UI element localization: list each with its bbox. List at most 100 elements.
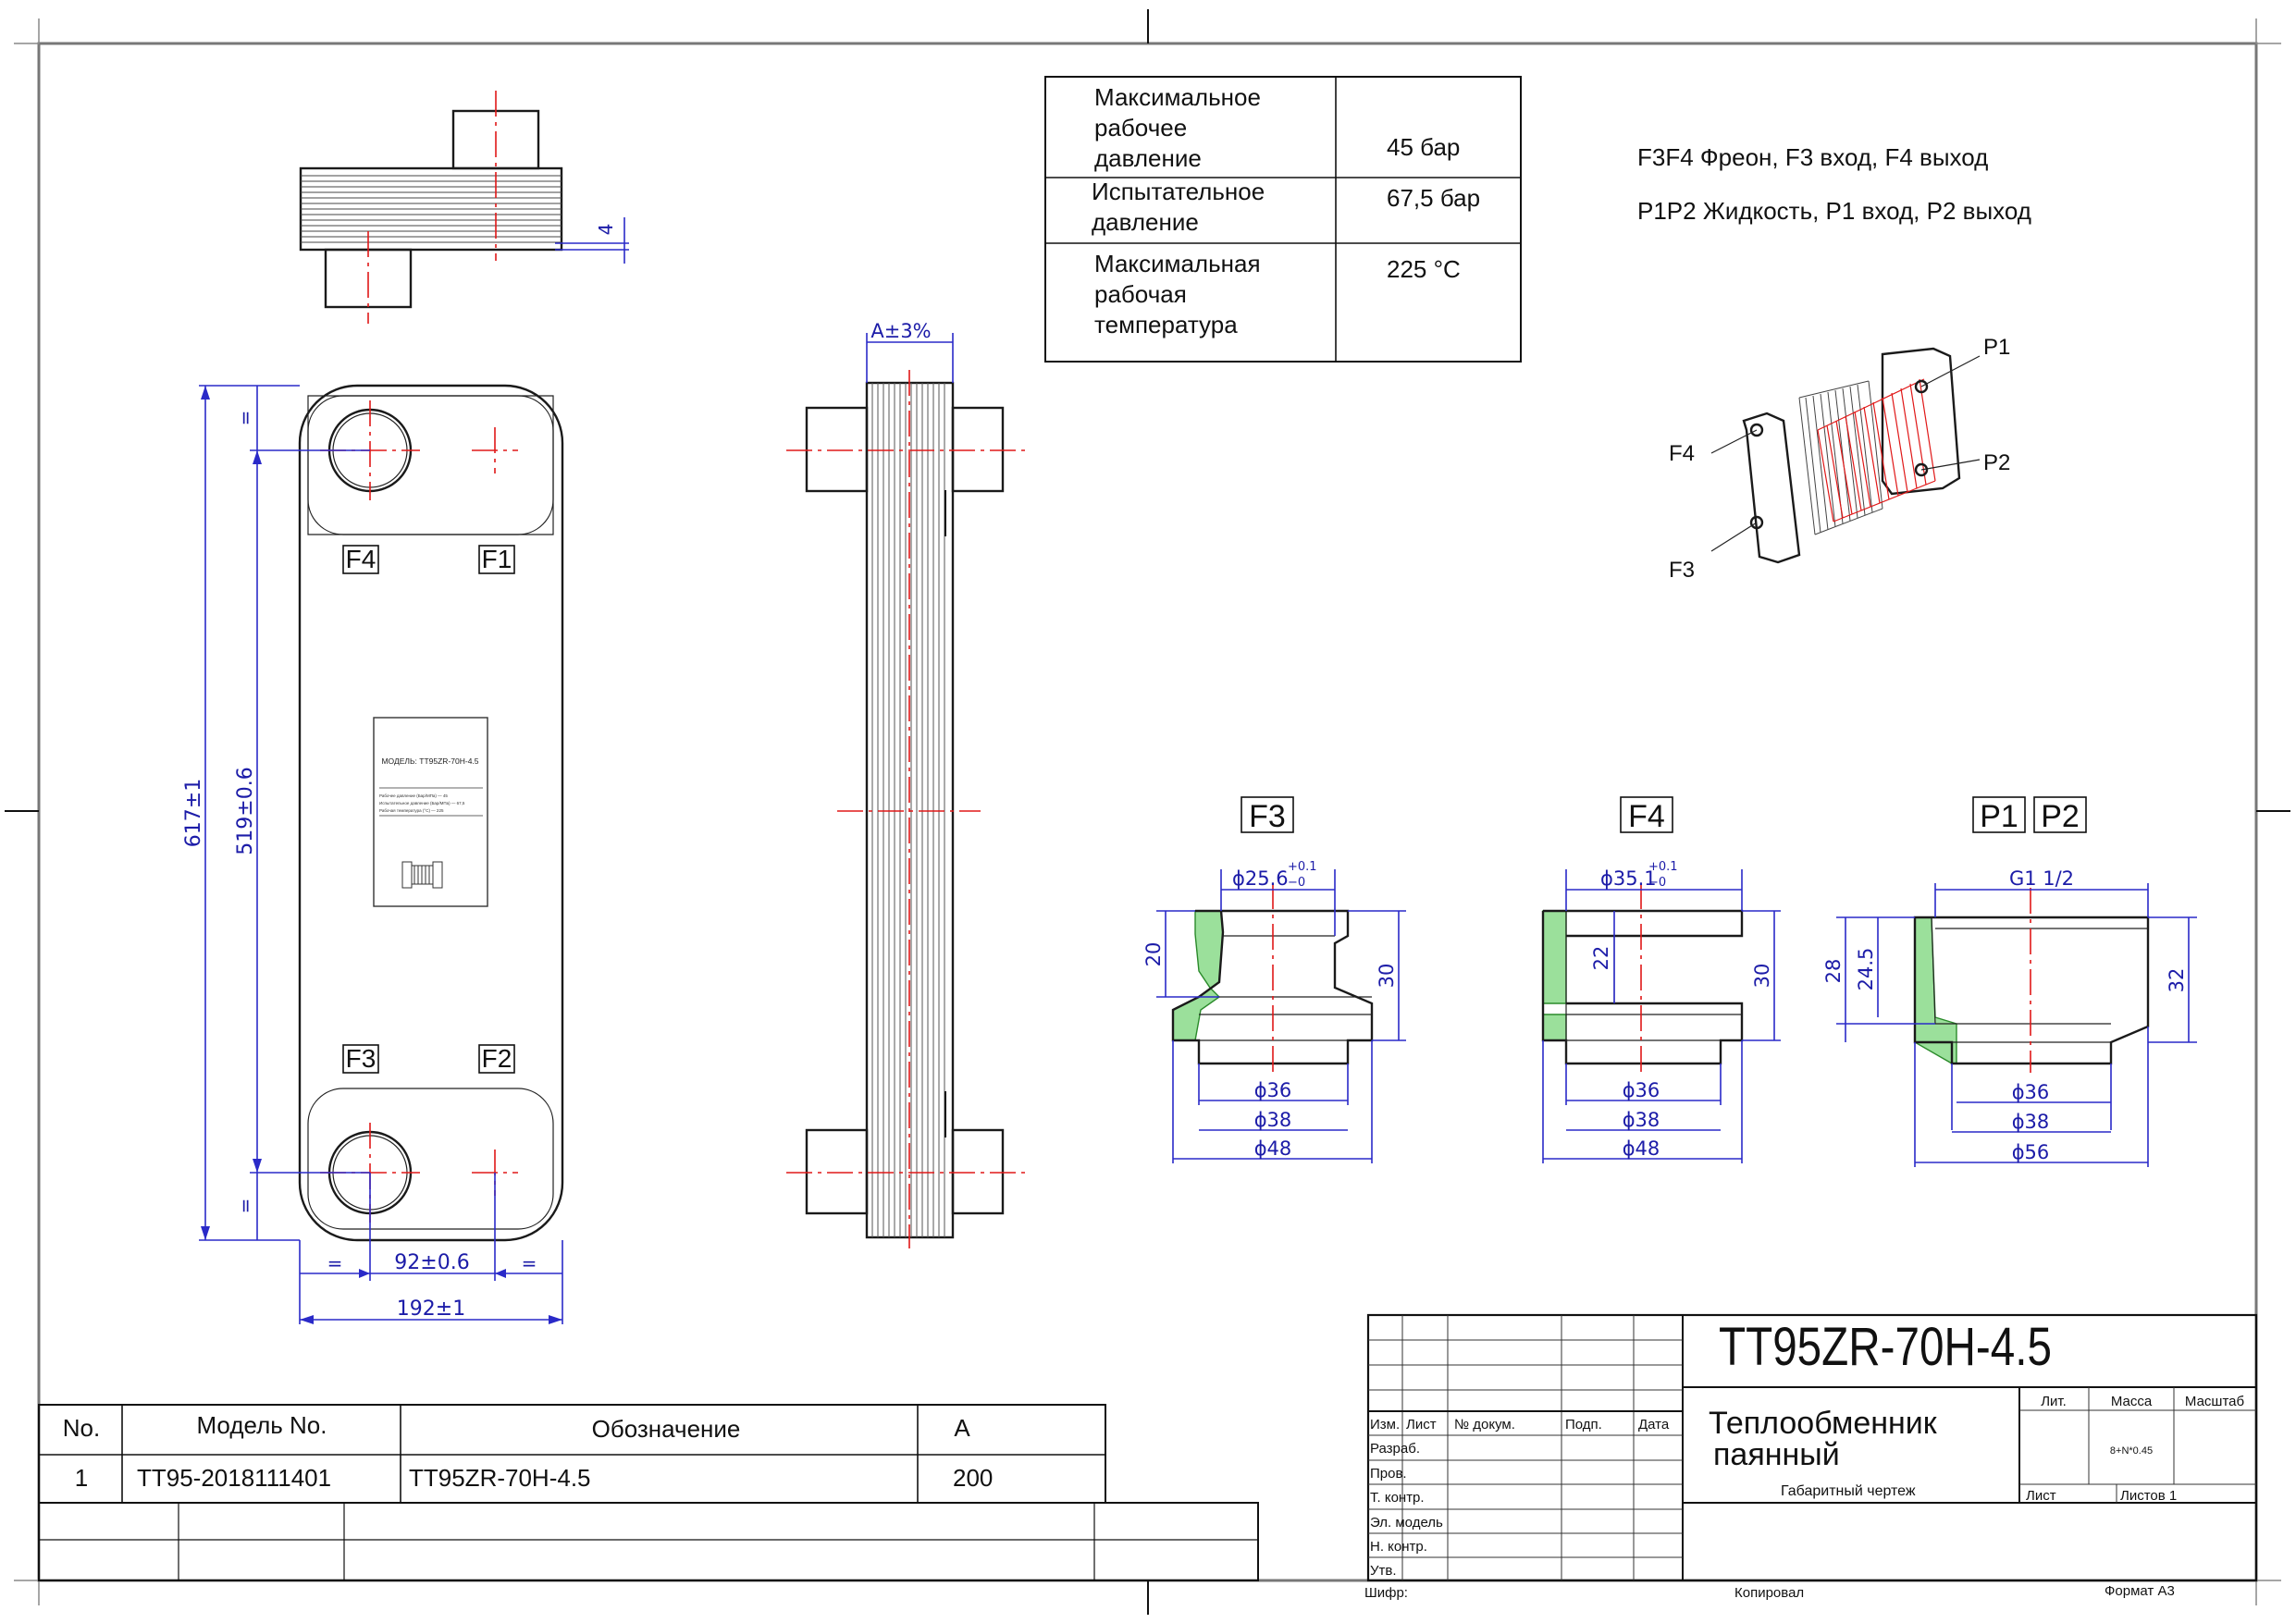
section-right-dim: 30 — [1376, 964, 1398, 989]
section-bottom-dim: ϕ56 — [2012, 1141, 2050, 1163]
tb-role: Т. контр. — [1370, 1490, 1425, 1506]
tb-col-header: Подп. — [1565, 1417, 1602, 1432]
model-table-cell: 200 — [953, 1464, 993, 1492]
dim-port-pitch-v: 519±0.6 — [234, 767, 257, 855]
section-title: F4 — [1628, 799, 1665, 834]
section-tol-dn: −0 — [1288, 876, 1305, 890]
tb-sheet: Лист — [2026, 1488, 2056, 1504]
tb-mass-value: 8+N*0.45 — [2110, 1445, 2153, 1457]
spec-param-line: давление — [1092, 208, 1199, 236]
section-bottom-dim: ϕ48 — [1254, 1137, 1292, 1160]
port-note: F3F4 Фреон, F3 вход, F4 выход — [1637, 143, 1988, 171]
port-label-f3: F3 — [346, 1044, 376, 1073]
port-note: P1P2 Жидкость, P1 вход, P2 выход — [1637, 197, 2031, 225]
section-f4: F4 ϕ35.1 +0.1 −0 22 30 ϕ36 ϕ38 ϕ48 — [1541, 796, 1781, 1163]
section-bottom-dim: ϕ36 — [2012, 1081, 2050, 1103]
isometric-view: P1 P2 F4 F3 — [1669, 335, 2010, 583]
tb-role: Разраб. — [1370, 1441, 1420, 1457]
model-table-cell: TT95-2018111401 — [137, 1464, 331, 1492]
section-bottom-dim: ϕ38 — [1623, 1109, 1660, 1131]
tb-scale: Масштаб — [2185, 1394, 2244, 1409]
spec-value: 225 °C — [1387, 255, 1461, 283]
nameplate: МОДЕЛЬ: TT95ZR-70H-4.5 Рабочее давление … — [373, 717, 488, 907]
spec-param-line: температура — [1094, 311, 1238, 338]
iso-label-f3: F3 — [1669, 558, 1695, 583]
tb-lit: Лит. — [2041, 1394, 2067, 1409]
spec-value: 45 бар — [1387, 133, 1460, 161]
model-table: No. Модель No. Обозначение A 1 TT95-2018… — [38, 1404, 1259, 1581]
dim-height: 617±1 — [182, 779, 205, 847]
lower-gasket — [307, 1088, 554, 1230]
nameplate-row: Рабочая температура (°C) — 225 — [379, 808, 444, 813]
section-title: P1 — [1980, 799, 2018, 834]
tb-role: Н. контр. — [1370, 1539, 1427, 1555]
tb-role: Пров. — [1370, 1466, 1407, 1482]
tb-sheets: Листов 1 — [2120, 1488, 2177, 1504]
nameplate-row: Рабочее давление (Бар/МПа) — 45 — [379, 793, 448, 798]
dim-equal: = — [234, 1199, 256, 1214]
section-title: P2 — [2041, 799, 2080, 834]
drawing-doc-type: Габаритный чертеж — [1781, 1483, 1916, 1499]
tb-col-header: Изм. — [1370, 1417, 1400, 1432]
port-label-f2: F2 — [482, 1044, 512, 1073]
section-title: F3 — [1249, 799, 1286, 834]
tb-mass: Масса — [2111, 1394, 2153, 1409]
tb-copied: Копировал — [1734, 1585, 1804, 1601]
section-p1p2: P1 P2 G1 1/2 28 24.5 32 ϕ36 ϕ38 ϕ56 — [1822, 796, 2197, 1167]
side-view: A±3% — [786, 320, 1027, 1248]
section-tol-up: +0.1 — [1288, 860, 1317, 874]
dim-equal: = — [522, 1252, 537, 1274]
drawing-name-line: Теплообменник — [1709, 1406, 1938, 1441]
model-table-header: A — [954, 1414, 970, 1442]
tb-format: Формат А3 — [2105, 1583, 2175, 1599]
upper-gasket — [307, 395, 554, 535]
plate-outline — [298, 384, 564, 1242]
tb-col-header: Лист — [1406, 1417, 1437, 1432]
iso-label-p1: P1 — [1983, 335, 2010, 360]
section-left-dim: 20 — [1142, 942, 1165, 967]
section-left-dim: 28 — [1822, 959, 1845, 984]
front-view: F4 F1 F3 F2 МОДЕЛЬ: TT95ZR-70H-4.5 Рабоч… — [182, 384, 564, 1324]
dim-equal: = — [234, 411, 256, 426]
model-table-header: Модель No. — [196, 1411, 327, 1439]
nameplate-schematic-icon — [401, 861, 443, 889]
tb-role: Утв. — [1370, 1563, 1397, 1579]
section-top-dim: ϕ35.1 — [1600, 867, 1657, 890]
section-bottom-dim: ϕ38 — [1254, 1109, 1292, 1131]
nameplate-model: МОДЕЛЬ: TT95ZR-70H-4.5 — [381, 756, 478, 766]
spec-param-line: давление — [1094, 144, 1202, 172]
nameplate-row: Испытательное давление (Бар/МПа) — 67,5 — [379, 801, 465, 805]
spec-param-line: рабочее — [1094, 114, 1187, 141]
section-left-dim: 22 — [1590, 946, 1612, 971]
iso-label-f4: F4 — [1669, 441, 1695, 466]
section-left-dim: 24.5 — [1855, 948, 1877, 991]
spec-value: 67,5 бар — [1387, 184, 1480, 212]
model-table-cell: TT95ZR-70H-4.5 — [409, 1464, 591, 1492]
dim-equal: = — [327, 1252, 343, 1274]
tb-role: Эл. модель — [1370, 1515, 1443, 1531]
specs-table: Максимальное рабочее давление 45 бар Исп… — [1044, 76, 1522, 363]
title-block: TT95ZR-70H-4.5 Теплообменник паянный Габ… — [1364, 1313, 2258, 1601]
iso-label-p2: P2 — [1983, 450, 2010, 475]
tb-cipher: Шифр: — [1364, 1585, 1408, 1601]
model-table-cell: 1 — [75, 1464, 88, 1492]
section-bottom-dim: ϕ48 — [1623, 1137, 1660, 1160]
tb-col-header: Дата — [1638, 1417, 1670, 1432]
section-bottom-dim: ϕ36 — [1254, 1079, 1292, 1101]
drawing-designation: TT95ZR-70H-4.5 — [1719, 1317, 2052, 1377]
section-top-dim: G1 1/2 — [2009, 867, 2074, 890]
dim-width: 192±1 — [397, 1297, 465, 1321]
model-table-header: No. — [63, 1414, 100, 1442]
tb-col-header: № докум. — [1454, 1417, 1515, 1432]
section-tol-dn: −0 — [1648, 876, 1666, 890]
section-bottom-dim: ϕ38 — [2012, 1111, 2050, 1133]
section-right-dim: 30 — [1751, 964, 1773, 989]
spec-param-line: Максимальная — [1094, 250, 1261, 277]
top-view-dim: 4 — [595, 224, 617, 236]
top-view: 4 — [299, 91, 629, 324]
dim-port-pitch-h: 92±0.6 — [394, 1251, 469, 1274]
spec-param-line: Максимальное — [1094, 83, 1261, 111]
port-label-f4: F4 — [346, 545, 376, 573]
section-tol-up: +0.1 — [1648, 860, 1678, 874]
